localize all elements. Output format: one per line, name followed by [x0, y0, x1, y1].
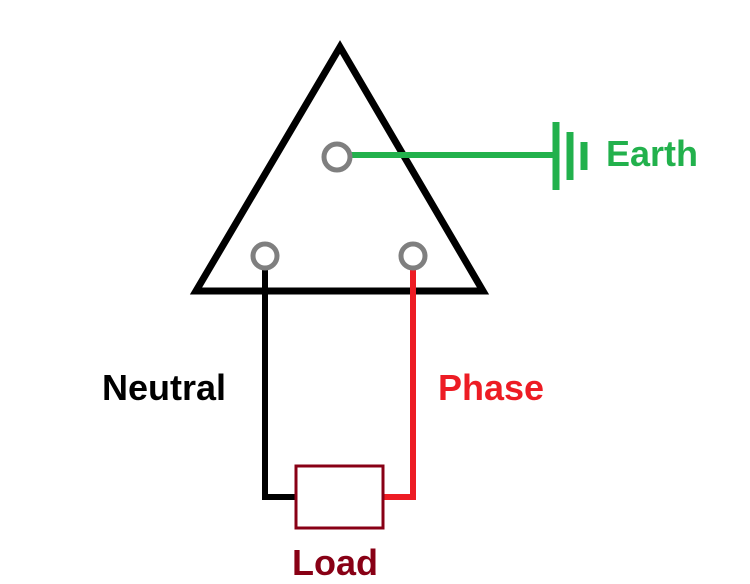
earth-label: Earth: [606, 133, 698, 174]
earth-pin: [321, 141, 353, 173]
phase-label: Phase: [438, 367, 544, 408]
load-label: Load: [292, 542, 378, 583]
phase-pin: [398, 241, 428, 271]
socket-triangle: [189, 40, 490, 295]
neutral-label: Neutral: [102, 367, 226, 408]
phase-wire: [382, 260, 416, 500]
load-box: [294, 464, 385, 530]
neutral-pin: [250, 241, 280, 271]
ground-symbol-icon: [552, 122, 588, 190]
neutral-wire: [262, 260, 298, 500]
